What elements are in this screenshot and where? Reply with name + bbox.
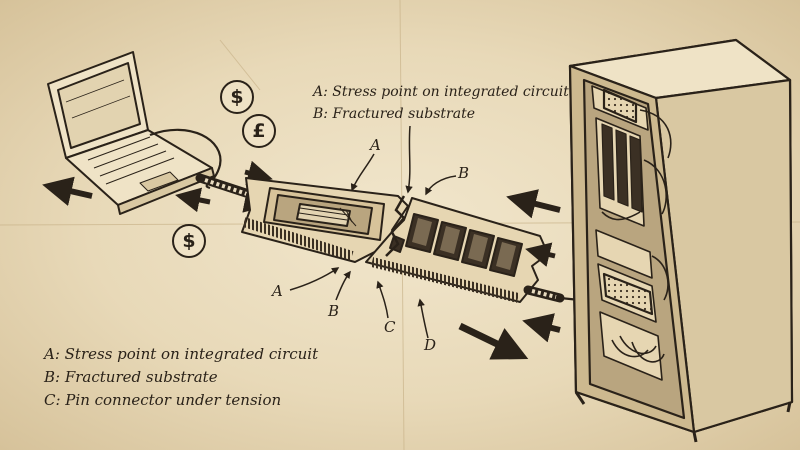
legend-bottom-a: A: Stress point on integrated circuit [44, 345, 319, 363]
server-rack-icon [568, 38, 794, 443]
arrow-right-set [458, 189, 561, 360]
legend-top: A: Stress point on integrated circuit B:… [313, 84, 569, 128]
pound-symbol: £ [252, 120, 266, 142]
legend-bottom-c: C: Pin connector under tension [44, 391, 282, 409]
callout-b-top: B [458, 164, 470, 182]
dollar-symbol: $ [230, 86, 244, 108]
server-cable [523, 285, 581, 303]
callout-c-bottom: C [384, 318, 396, 336]
legend-bottom-b: B: Fractured substrate [44, 368, 218, 386]
dollar-icon: $ [220, 80, 254, 114]
legend-bottom: A: Stress point on integrated circuit B:… [44, 345, 318, 414]
memory-module-icon [241, 177, 409, 263]
dollar-symbol: $ [182, 230, 196, 252]
laptop-icon [47, 51, 215, 215]
callout-a-top: A [370, 136, 381, 154]
legend-top-b: B: Fractured substrate [313, 106, 476, 122]
dollar-icon: $ [172, 224, 206, 258]
callout-leaders [289, 125, 457, 339]
pound-icon: £ [242, 114, 276, 148]
callout-d-bottom: D [424, 336, 437, 354]
legend-top-a: A: Stress point on integrated circuit [313, 84, 569, 100]
memory-module-right [365, 197, 549, 303]
fracture-line [385, 195, 406, 257]
callout-b-bottom: B [328, 302, 340, 320]
callout-a-bottom: A [272, 282, 283, 300]
